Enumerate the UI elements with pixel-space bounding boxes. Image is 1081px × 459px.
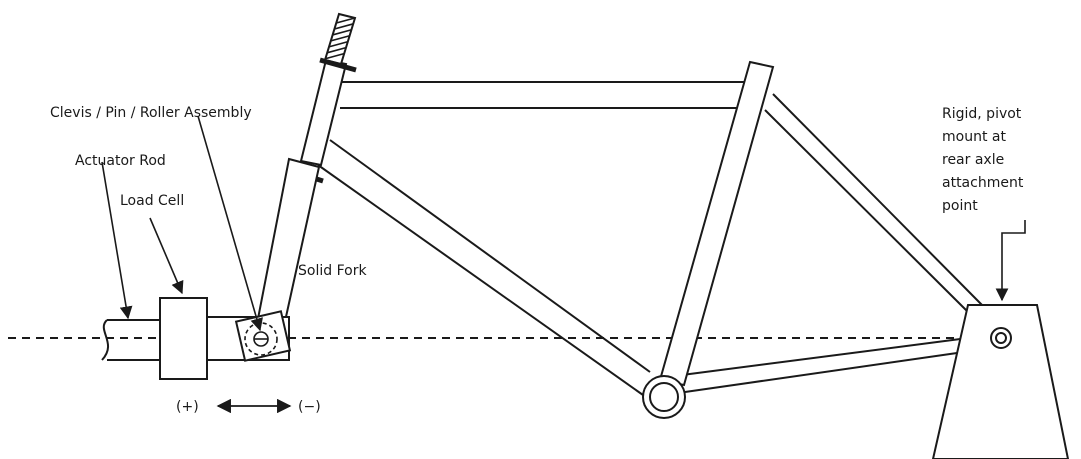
clevis-label: Clevis / Pin / Roller Assembly <box>50 105 252 121</box>
threaded-steerer <box>323 12 357 66</box>
seat-stay <box>764 93 983 314</box>
plus-label: (+) <box>176 399 199 415</box>
seat-tube <box>658 60 775 387</box>
load-cell-label: Load Cell <box>120 193 184 209</box>
rigid-mount-label: Rigid, pivot mount at rear axle attachme… <box>942 106 1024 214</box>
rigid-mount-line: point <box>942 198 978 214</box>
clevis-pointer <box>197 115 263 332</box>
rear-axle-inner <box>995 332 1007 344</box>
roller-block <box>234 310 292 362</box>
chain-stay <box>681 337 969 393</box>
load-cell <box>159 297 208 380</box>
rigid-pivot-mount <box>931 304 1070 459</box>
solid-fork-label: Solid Fork <box>298 263 367 279</box>
solid-fork <box>254 157 321 337</box>
rigid-mount-line: attachment <box>942 175 1024 191</box>
rigid-mount-line: Rigid, pivot <box>942 106 1022 122</box>
minus-label: (−) <box>298 399 321 415</box>
rigid-mount-line: rear axle <box>942 152 1004 168</box>
rigid-mount-line: mount at <box>942 129 1006 145</box>
actuator-rod <box>101 319 160 361</box>
actuator-rod-label: Actuator Rod <box>75 153 166 169</box>
rigid-mount-pointer <box>995 220 1026 302</box>
bottom-bracket-inner <box>649 382 679 412</box>
headset-collar-top <box>319 57 357 73</box>
roller-pin-dashed-circle <box>244 322 278 356</box>
actuator-rod-pointer <box>101 161 133 320</box>
head-tube <box>299 58 348 167</box>
rear-axle-outer <box>990 327 1012 349</box>
load-cell-pointer <box>149 217 184 295</box>
down-tube <box>317 139 651 396</box>
top-tube <box>340 81 750 109</box>
